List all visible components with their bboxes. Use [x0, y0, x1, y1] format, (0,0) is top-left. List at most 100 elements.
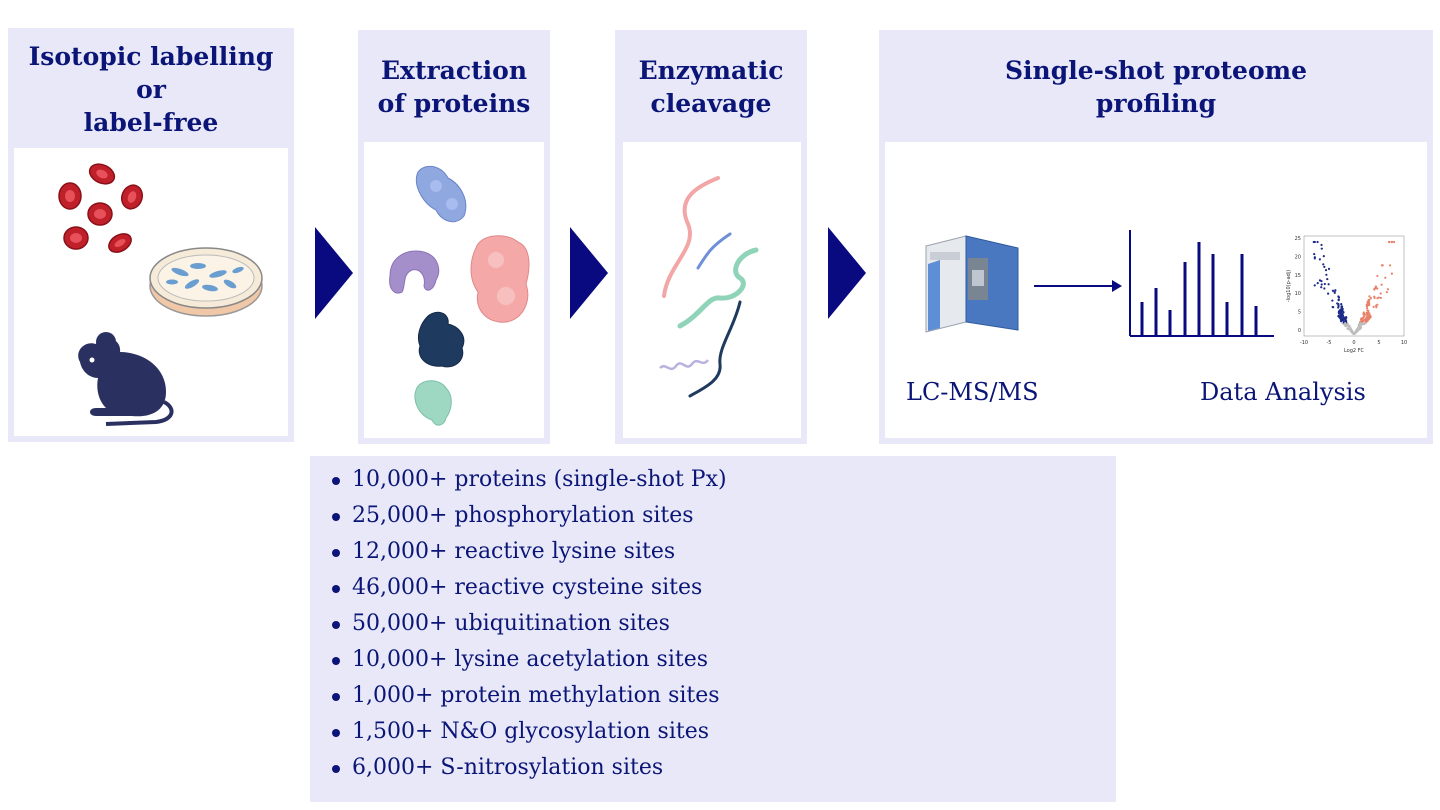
- volcano-point: [1313, 284, 1316, 287]
- volcano-point: [1313, 240, 1316, 244]
- volcano-point: [1351, 330, 1354, 333]
- volcano-xtick: 10: [1401, 340, 1407, 346]
- volcano-point: [1362, 316, 1365, 319]
- volcano-point: [1337, 299, 1340, 302]
- protein-navy-icon: [417, 311, 465, 368]
- flow-arrow-1: [315, 227, 353, 319]
- stat-item: 50,000+ ubiquitination sites: [332, 606, 1116, 642]
- volcano-point: [1392, 240, 1396, 244]
- volcano-point: [1379, 292, 1382, 295]
- protein-teal-icon: [414, 380, 452, 426]
- volcano-point: [1341, 309, 1344, 312]
- volcano-point: [1336, 302, 1339, 305]
- peptide-fragments-icon: [659, 176, 759, 398]
- volcano-point: [1379, 296, 1382, 300]
- volcano-point: [1345, 325, 1348, 328]
- mass-spectrometer-icon: [925, 235, 1019, 333]
- volcano-point: [1364, 320, 1368, 323]
- volcano-point: [1323, 282, 1326, 286]
- mass-spectrum-icon: [1129, 230, 1274, 337]
- volcano-point: [1390, 240, 1393, 244]
- volcano-point: [1368, 303, 1371, 307]
- volcano-point: [1320, 286, 1323, 289]
- volcano-point: [1367, 314, 1370, 318]
- protein-blue-icon: [416, 165, 467, 223]
- step-panel-cleavage: Enzymatic cleavage: [615, 30, 807, 444]
- volcano-point: [1320, 247, 1323, 250]
- volcano-point: [1345, 316, 1348, 319]
- volcano-xlabel: Log2 FC: [1344, 348, 1365, 354]
- step-title-extraction: Extraction of proteins: [377, 56, 531, 118]
- stat-item: 10,000+ lysine acetylation sites: [332, 642, 1116, 678]
- volcano-point: [1359, 322, 1362, 325]
- volcano-point: [1363, 322, 1367, 325]
- volcano-xtick: -5: [1327, 340, 1332, 346]
- coverage-stats-box: 10,000+ proteins (single-shot Px) 25,000…: [310, 456, 1116, 802]
- volcano-point: [1320, 243, 1323, 247]
- stat-item: 12,000+ reactive lysine sites: [332, 534, 1116, 570]
- volcano-ytick: 10: [1295, 291, 1301, 297]
- red-blood-cells-icon: [58, 163, 144, 253]
- volcano-point: [1365, 311, 1368, 314]
- stat-item: 25,000+ phosphorylation sites: [332, 498, 1116, 534]
- volcano-point: [1374, 285, 1377, 288]
- volcano-point: [1368, 295, 1371, 298]
- stat-item: 6,000+ S-nitrosylation sites: [332, 750, 1116, 786]
- volcano-point: [1366, 300, 1369, 304]
- volcano-point: [1385, 291, 1389, 294]
- volcano-point: [1367, 301, 1371, 305]
- volcano-point: [1337, 305, 1340, 308]
- flow-arrow-3: [828, 227, 866, 319]
- cleavage-illustration-area: [623, 142, 801, 438]
- volcano-point: [1366, 309, 1369, 312]
- volcano-point: [1362, 313, 1365, 316]
- volcano-point: [1337, 312, 1341, 315]
- volcano-point: [1316, 281, 1319, 285]
- volcano-point: [1342, 315, 1345, 318]
- volcano-point: [1331, 299, 1334, 302]
- volcano-point: [1327, 292, 1330, 295]
- volcano-point: [1357, 323, 1360, 326]
- volcano-point: [1344, 319, 1348, 322]
- volcano-point: [1380, 283, 1383, 286]
- volcano-point: [1326, 277, 1329, 281]
- volcano-point: [1324, 268, 1328, 272]
- volcano-point: [1332, 306, 1335, 309]
- caption-data-analysis: Data Analysis: [1200, 378, 1366, 406]
- volcano-ytick: 15: [1295, 273, 1301, 279]
- volcano-point: [1348, 327, 1351, 330]
- volcano-xtick: 5: [1377, 340, 1380, 346]
- step-title-labelling: Isotopic labelling or label-free: [28, 42, 274, 137]
- volcano-point: [1320, 283, 1323, 286]
- volcano-xtick: -10: [1300, 340, 1308, 346]
- volcano-point: [1365, 306, 1369, 310]
- volcano-point: [1381, 264, 1384, 267]
- stat-item: 46,000+ reactive cysteine sites: [332, 570, 1116, 606]
- volcano-point: [1372, 305, 1375, 308]
- coverage-stats-list: 10,000+ proteins (single-shot Px) 25,000…: [310, 456, 1116, 786]
- volcano-point: [1358, 325, 1361, 328]
- volcano-point: [1313, 257, 1316, 260]
- volcano-point: [1367, 299, 1370, 302]
- volcano-point: [1375, 287, 1378, 290]
- volcano-point: [1333, 291, 1336, 294]
- volcano-point: [1362, 311, 1365, 314]
- volcano-ytick: 20: [1295, 254, 1301, 260]
- volcano-point: [1388, 240, 1391, 244]
- volcano-point: [1323, 265, 1326, 268]
- volcano-point: [1322, 263, 1325, 266]
- petri-dish-icon: [149, 247, 263, 317]
- volcano-point: [1389, 264, 1392, 267]
- volcano-point: [1384, 276, 1387, 279]
- volcano-point: [1360, 317, 1363, 320]
- volcano-point: [1365, 303, 1368, 306]
- volcano-point: [1323, 287, 1326, 290]
- volcano-point: [1386, 288, 1390, 291]
- volcano-point: [1377, 296, 1380, 299]
- volcano-point: [1376, 274, 1379, 278]
- protein-purple-icon: [389, 250, 440, 294]
- volcano-point: [1368, 317, 1371, 320]
- volcano-point: [1373, 296, 1376, 299]
- volcano-point: [1360, 320, 1363, 323]
- volcano-point: [1365, 313, 1368, 316]
